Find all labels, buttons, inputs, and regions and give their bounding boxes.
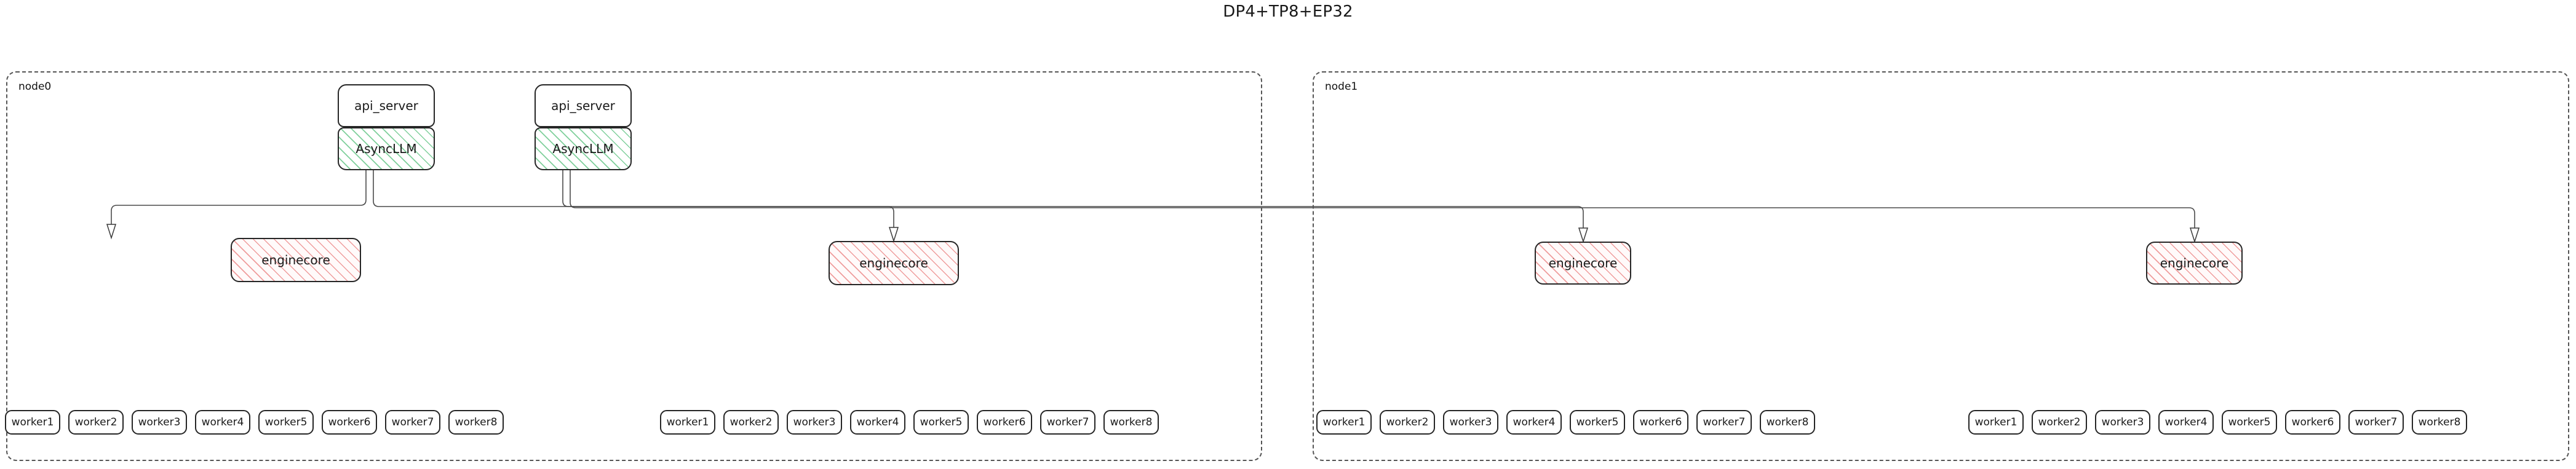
- cluster-label-node0: node0: [18, 81, 52, 93]
- worker-0-0-0[interactable]: worker1: [5, 410, 60, 435]
- worker-0-1-0[interactable]: worker1: [660, 410, 715, 435]
- worker-0-0-7[interactable]: worker8: [448, 410, 504, 435]
- worker-1-1-4[interactable]: worker5: [2222, 410, 2277, 435]
- worker-1-1-7[interactable]: worker8: [2412, 410, 2467, 435]
- worker-0-1-1[interactable]: worker2: [723, 410, 779, 435]
- enginecore-0-1[interactable]: enginecore: [829, 241, 959, 285]
- cluster-node0: [6, 71, 1262, 461]
- cluster-label-node1: node1: [1325, 81, 1358, 93]
- worker-1-1-2[interactable]: worker3: [2095, 410, 2150, 435]
- worker-1-1-1[interactable]: worker2: [2032, 410, 2087, 435]
- async-llm-0-1[interactable]: AsyncLLM: [535, 127, 632, 170]
- cluster-node1: [1313, 71, 2569, 461]
- worker-1-0-1[interactable]: worker2: [1380, 410, 1435, 435]
- worker-0-0-5[interactable]: worker6: [322, 410, 377, 435]
- worker-0-0-1[interactable]: worker2: [68, 410, 124, 435]
- worker-0-0-3[interactable]: worker4: [195, 410, 250, 435]
- api-server-0-1[interactable]: api_server: [535, 84, 632, 127]
- worker-1-0-0[interactable]: worker1: [1316, 410, 1372, 435]
- worker-1-1-5[interactable]: worker6: [2285, 410, 2340, 435]
- worker-1-1-0[interactable]: worker1: [1968, 410, 2024, 435]
- enginecore-1-1[interactable]: enginecore: [2146, 242, 2243, 285]
- worker-0-1-5[interactable]: worker6: [977, 410, 1032, 435]
- worker-1-1-6[interactable]: worker7: [2348, 410, 2404, 435]
- enginecore-1-0[interactable]: enginecore: [1535, 242, 1631, 285]
- api-server-0-0[interactable]: api_server: [338, 84, 435, 127]
- worker-0-0-2[interactable]: worker3: [132, 410, 187, 435]
- worker-1-0-6[interactable]: worker7: [1696, 410, 1752, 435]
- async-llm-0-0[interactable]: AsyncLLM: [338, 127, 435, 170]
- worker-0-0-4[interactable]: worker5: [258, 410, 314, 435]
- worker-1-0-7[interactable]: worker8: [1760, 410, 1815, 435]
- worker-0-1-7[interactable]: worker8: [1103, 410, 1159, 435]
- worker-1-0-2[interactable]: worker3: [1443, 410, 1498, 435]
- worker-1-0-5[interactable]: worker6: [1633, 410, 1688, 435]
- worker-0-1-6[interactable]: worker7: [1040, 410, 1095, 435]
- worker-1-0-4[interactable]: worker5: [1570, 410, 1625, 435]
- worker-0-1-4[interactable]: worker5: [913, 410, 969, 435]
- worker-0-1-2[interactable]: worker3: [787, 410, 842, 435]
- diagram-title: DP4+TP8+EP32: [1223, 2, 1353, 21]
- worker-1-1-3[interactable]: worker4: [2158, 410, 2214, 435]
- worker-0-0-6[interactable]: worker7: [385, 410, 440, 435]
- worker-1-0-3[interactable]: worker4: [1506, 410, 1562, 435]
- worker-0-1-3[interactable]: worker4: [850, 410, 905, 435]
- enginecore-0-0[interactable]: enginecore: [231, 238, 361, 282]
